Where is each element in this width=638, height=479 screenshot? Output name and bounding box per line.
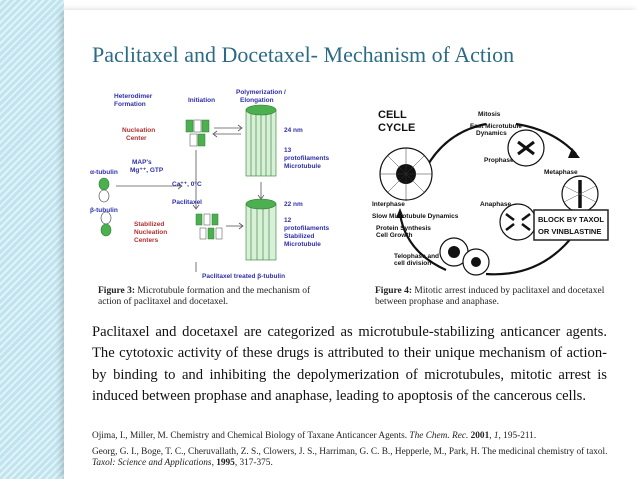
label-12-microtubule: Microtubule xyxy=(284,241,321,248)
label-mitosis: Mitosis xyxy=(478,111,501,118)
slide-card xyxy=(64,10,638,479)
figure-4-caption-label: Figure 4: xyxy=(375,286,413,296)
label-slow-microtubule: Slow Microtubule Dynamics xyxy=(372,213,459,220)
cycle-arrowheads xyxy=(396,148,580,218)
label-beta-tubulin: β-tubulin xyxy=(90,207,118,214)
reference-1-sep2: , xyxy=(489,431,494,441)
label-nucleation: Nucleation xyxy=(122,127,155,134)
label-stabilized-nucleation: Nucleation xyxy=(134,229,167,236)
label-22nm: 22 nm xyxy=(284,201,303,208)
label-or-vinblastine: OR VINBLASTINE xyxy=(538,227,601,236)
figure-3-diagram: Heterodimer Formation Initiation Polymer… xyxy=(86,86,348,282)
figure-4-svg: CELL CYCLE Mitosis Fast Microtubule Dyna… xyxy=(372,109,609,276)
references: Ojima, I., Miller, M. Chemistry and Chem… xyxy=(92,431,612,474)
reference-1-year: 2001 xyxy=(470,431,490,441)
label-block-by-taxol: BLOCK BY TAXOL xyxy=(538,215,604,224)
label-center: Center xyxy=(126,135,147,142)
reference-2-authors-title: Georg, G. I., Boge, T. C., Cheruvallath,… xyxy=(92,446,608,457)
figure-4-caption-text: Mitotic arrest induced by paclitaxel and… xyxy=(375,286,605,307)
label-centers: Centers xyxy=(134,237,159,244)
label-paclitaxel-treated: Paclitaxel treated β-tubulin xyxy=(202,273,285,280)
label-dynamics: Dynamics xyxy=(476,130,507,137)
cycle-arrows xyxy=(398,122,577,276)
label-formation: Formation xyxy=(114,101,146,108)
label-alpha-tubulin: α-tubulin xyxy=(90,169,118,176)
reference-1-volume: 1 xyxy=(493,431,499,441)
reference-2-journal: Taxol: Science and Applications xyxy=(92,458,212,468)
figure-3-caption-text: Microtubule formation and the mechanism … xyxy=(98,286,311,307)
label-mg-gtp: Mg⁺⁺, GTP xyxy=(130,167,164,174)
body-paragraph: Paclitaxel and docetaxel are categorized… xyxy=(92,324,607,404)
label-cell-division: cell division xyxy=(394,260,431,267)
label-paclitaxel: Paclitaxel xyxy=(172,199,202,206)
label-13-protofilaments: protofilaments xyxy=(284,155,330,162)
interphase-cell xyxy=(379,147,433,201)
reference-2-year: 1995 xyxy=(216,458,235,468)
tubulin-dimers-top xyxy=(98,177,110,203)
microtubule-12-protofilament xyxy=(245,198,277,261)
label-12-stabilized: Stabilized xyxy=(284,233,314,240)
reference-1-authors-title: Ojima, I., Miller, M. Chemistry and Chem… xyxy=(92,431,410,441)
reference-2-pages: , 317-375. xyxy=(234,458,273,468)
decorative-strip xyxy=(0,0,64,479)
label-anaphase: Anaphase xyxy=(480,201,511,208)
figure-4-caption: Figure 4: Mitotic arrest induced by pacl… xyxy=(375,286,615,308)
label-12-protofilaments: protofilaments xyxy=(284,225,330,232)
metaphase-cell xyxy=(561,175,599,213)
prophase-cell xyxy=(507,129,545,167)
reference-2-sep: , xyxy=(211,458,217,468)
label-12: 12 xyxy=(284,217,292,224)
label-fast-microtubule: Fast Microtubule xyxy=(470,123,522,130)
reference-2: Georg, G. I., Boge, T. C., Cheruvallath,… xyxy=(92,447,612,470)
anaphase-cell xyxy=(499,203,537,241)
reference-1-pages: , 195-211. xyxy=(498,431,537,441)
label-cell-growth: Cell Growth xyxy=(376,232,413,239)
label-heterodimer: Heterodimer xyxy=(114,93,153,100)
label-telophase: Telophase and xyxy=(394,253,439,260)
label-cell: CELL xyxy=(378,109,407,121)
reference-1: Ojima, I., Miller, M. Chemistry and Chem… xyxy=(92,431,612,443)
label-initiation: Initiation xyxy=(188,97,215,104)
label-metaphase: Metaphase xyxy=(544,169,578,176)
label-prophase: Prophase xyxy=(484,157,514,164)
figure-3-caption: Figure 3: Microtubule formation and the … xyxy=(98,286,330,308)
telophase-cells xyxy=(439,237,490,276)
microtubule-13-protofilament xyxy=(245,104,277,177)
label-13: 13 xyxy=(284,147,292,154)
figure-3-svg: Heterodimer Formation Initiation Polymer… xyxy=(90,89,330,280)
slide-title: Paclitaxel and Docetaxel- Mechanism of A… xyxy=(92,42,515,67)
nucleation-cluster xyxy=(185,119,210,147)
reference-1-journal: The Chem. Rec. xyxy=(409,431,469,441)
figure-3-caption-label: Figure 3: xyxy=(98,286,136,296)
label-cycle: CYCLE xyxy=(378,122,415,134)
label-interphase: Interphase xyxy=(372,201,405,208)
block-by-taxol-box: BLOCK BY TAXOL OR VINBLASTINE xyxy=(533,209,609,241)
label-elongation: Elongation xyxy=(240,97,274,104)
label-ca: Ca⁺⁺, 0°C xyxy=(172,180,202,188)
label-24nm: 24 nm xyxy=(284,127,303,134)
label-stabilized: Stabilized xyxy=(134,221,164,228)
figure-4-diagram: CELL CYCLE Mitosis Fast Microtubule Dyna… xyxy=(366,102,612,280)
diagram-arrows xyxy=(116,124,265,272)
label-maps: MAP's xyxy=(132,159,152,166)
label-polymerization: Polymerization / xyxy=(236,89,286,96)
label-13-microtubule: Microtubule xyxy=(284,163,321,170)
paclitaxel-dimers xyxy=(100,211,223,240)
